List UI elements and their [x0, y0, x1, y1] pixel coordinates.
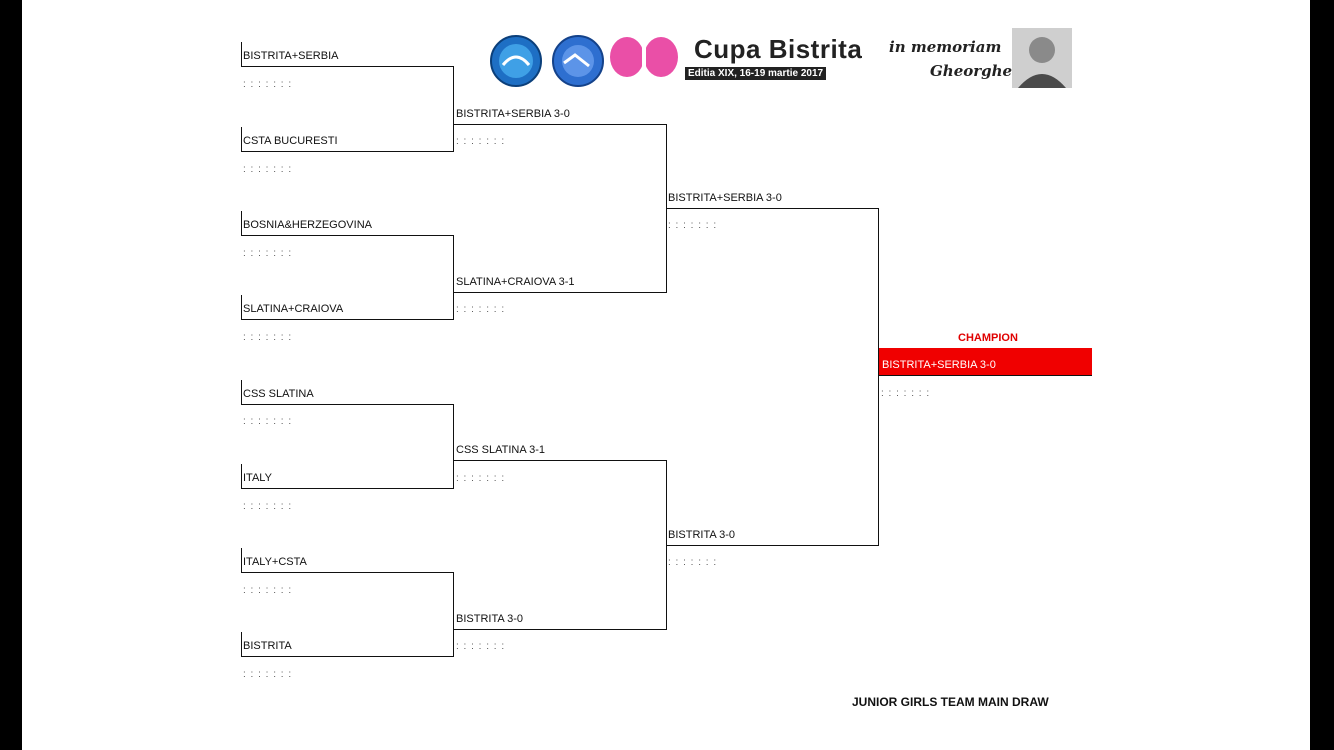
round2-score: : : : : : : : [456, 473, 506, 484]
round2-team: CSS SLATINA 3-1 [456, 444, 546, 456]
round3-score: : : : : : : : [668, 220, 718, 231]
bracket-line [666, 545, 879, 546]
bracket-line [453, 572, 454, 657]
round1-score: : : : : : : : [243, 164, 293, 175]
round1-team: SLATINA+CRAIOVA [243, 303, 344, 315]
ittf-butterfly-logo-icon [610, 37, 678, 77]
round2-team: BISTRITA+SERBIA 3-0 [456, 108, 570, 120]
entry-tick [241, 380, 242, 404]
bracket-line [241, 656, 454, 657]
bracket-line [241, 572, 454, 573]
round2-score: : : : : : : : [456, 641, 506, 652]
round1-team: BISTRITA [243, 640, 292, 652]
entry-tick [241, 211, 242, 235]
portrait-photo-icon [1012, 28, 1072, 88]
entry-tick [241, 548, 242, 572]
bracket-line [453, 124, 667, 125]
draw-caption: JUNIOR GIRLS TEAM MAIN DRAW [852, 695, 1049, 709]
round1-team: ITALY [243, 472, 272, 484]
bracket-line [241, 488, 454, 489]
round1-score: : : : : : : : [243, 585, 293, 596]
sports-club-logo-icon [552, 35, 604, 87]
bracket-line [666, 208, 879, 209]
round1-team: CSTA BUCURESTI [243, 135, 338, 147]
bracket-line [453, 235, 454, 320]
bracket-line [241, 66, 454, 67]
entry-tick [241, 127, 242, 151]
draw-sheet: Cupa Bistrita Editia XIX, 16-19 martie 2… [22, 0, 1310, 750]
bracket-line [241, 235, 454, 236]
round2-score: : : : : : : : [456, 136, 506, 147]
round1-team: BISTRITA+SERBIA [243, 50, 339, 62]
round1-score: : : : : : : : [243, 248, 293, 259]
round2-score: : : : : : : : [456, 304, 506, 315]
entry-tick [241, 42, 242, 66]
bracket-line [878, 208, 879, 546]
tournament-title: Cupa Bistrita [694, 34, 863, 64]
entry-tick [241, 632, 242, 656]
round2-team: SLATINA+CRAIOVA 3-1 [456, 276, 575, 288]
round1-team: BOSNIA&HERZEGOVINA [243, 219, 372, 231]
round3-team: BISTRITA 3-0 [668, 529, 736, 541]
entry-tick [241, 295, 242, 319]
bracket-line [453, 629, 667, 630]
round1-score: : : : : : : : [243, 79, 293, 90]
round3-score: : : : : : : : [668, 557, 718, 568]
round1-team: ITALY+CSTA [243, 556, 307, 568]
bracket-line [453, 66, 454, 152]
bracket-line [241, 319, 454, 320]
round1-score: : : : : : : : [243, 332, 293, 343]
champion-score: : : : : : : : [881, 388, 931, 399]
champion-title: CHAMPION [958, 332, 1018, 344]
champion-box: BISTRITA+SERBIA 3-0 [879, 348, 1092, 376]
bracket-line [241, 151, 454, 152]
round1-score: : : : : : : : [243, 669, 293, 680]
tournament-edition: Editia XIX, 16-19 martie 2017 [685, 67, 827, 80]
bracket-line [453, 404, 454, 489]
round2-team: BISTRITA 3-0 [456, 613, 524, 625]
memoriam-line1: in memoriam [889, 38, 1002, 56]
round1-team: CSS SLATINA [243, 388, 314, 400]
bracket-line [453, 460, 667, 461]
bracket-line [453, 292, 667, 293]
club-logo-icon [490, 35, 542, 87]
bracket-line [241, 404, 454, 405]
round1-score: : : : : : : : [243, 416, 293, 427]
champion-team: BISTRITA+SERBIA 3-0 [882, 359, 996, 371]
entry-tick [241, 464, 242, 488]
round3-team: BISTRITA+SERBIA 3-0 [668, 192, 782, 204]
round1-score: : : : : : : : [243, 501, 293, 512]
